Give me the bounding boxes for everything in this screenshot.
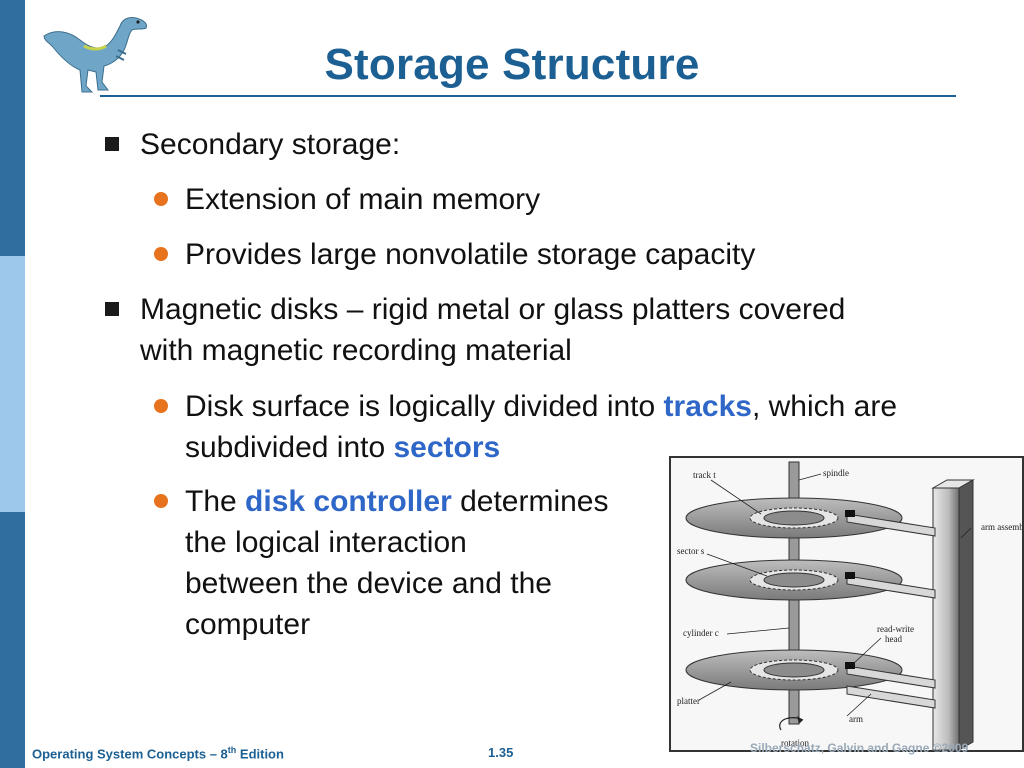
circle-bullet-icon <box>154 399 168 413</box>
bullet-magnetic-disks-line2: with magnetic recording material <box>140 334 572 367</box>
controller-text-a: The <box>185 485 246 518</box>
label-read-write: read-write <box>877 624 914 634</box>
bullet-extension-main-memory: Extension of main memory <box>185 183 541 216</box>
footer-title-sup: th <box>227 745 237 755</box>
arms <box>846 513 936 709</box>
label-arm-assembly: arm assembly <box>981 522 1022 532</box>
bullet-secondary-storage: Secondary storage: <box>140 128 401 161</box>
label-sector: sector s <box>677 546 705 556</box>
square-bullet-icon <box>105 137 119 151</box>
circle-bullet-icon <box>154 494 168 508</box>
footer-page-number: 1.35 <box>488 745 514 760</box>
controller-line4: computer <box>185 608 311 641</box>
label-head: head <box>885 634 902 644</box>
label-track: track t <box>693 470 716 480</box>
platter-middle <box>685 559 903 601</box>
bullet-magnetic-disks-line1: Magnetic disks – rigid metal or glass pl… <box>140 293 846 326</box>
sidebar-stripe-middle <box>0 256 25 512</box>
arm-assembly-column <box>932 487 960 750</box>
footer-book-title: Operating System Concepts – 8th Edition <box>32 745 284 761</box>
footer-copyright: Silberschatz, Galvin and Gagne ©2009 <box>750 741 969 755</box>
circle-bullet-icon <box>154 247 168 261</box>
leader-lines <box>698 473 972 717</box>
label-rotation: rotation <box>781 738 809 748</box>
bullet-tracks-sectors: Disk surface is logically divided into t… <box>185 386 897 468</box>
rotation-arrowhead <box>797 716 803 724</box>
tracks-text-a: Disk surface is logically divided into <box>185 390 664 423</box>
disk-controller-keyword: disk controller <box>245 485 452 518</box>
platter-top <box>685 497 903 539</box>
label-platter: platter <box>677 696 700 706</box>
sidebar-stripe-bottom <box>0 512 25 768</box>
read-write-heads <box>845 510 855 669</box>
controller-line2: the logical interaction <box>185 526 467 559</box>
controller-line3: between the device and the <box>185 567 552 600</box>
footer-title-b: Edition <box>236 746 284 762</box>
sectors-text-a: subdivided into <box>185 431 394 464</box>
bullet-disk-controller: The disk controller determines the logic… <box>185 481 609 645</box>
platter-bottom <box>685 649 903 691</box>
slide-title: Storage Structure <box>324 40 700 89</box>
sidebar-stripe-top <box>0 0 25 256</box>
label-arm: arm <box>849 714 863 724</box>
circle-bullet-icon <box>154 192 168 206</box>
bullet-nonvolatile-capacity: Provides large nonvolatile storage capac… <box>185 238 756 271</box>
disk-diagram: track t spindle arm assembly sector s cy… <box>669 456 1024 752</box>
dinosaur-logo-icon <box>43 17 147 93</box>
title-divider <box>100 95 956 97</box>
controller-text-b: determines <box>451 485 609 518</box>
label-spindle: spindle <box>823 468 849 478</box>
tracks-text-b: , which are <box>751 390 898 423</box>
label-cylinder: cylinder c <box>683 628 719 638</box>
footer-title-a: Operating System Concepts – 8 <box>32 746 228 762</box>
sectors-keyword: sectors <box>393 431 501 464</box>
tracks-keyword: tracks <box>663 390 752 423</box>
square-bullet-icon <box>105 302 119 316</box>
arm-assembly-side <box>958 479 974 750</box>
bullet-magnetic-disks: Magnetic disks – rigid metal or glass pl… <box>140 289 845 371</box>
disk-diagram-svg: track t spindle arm assembly sector s cy… <box>677 461 1022 750</box>
